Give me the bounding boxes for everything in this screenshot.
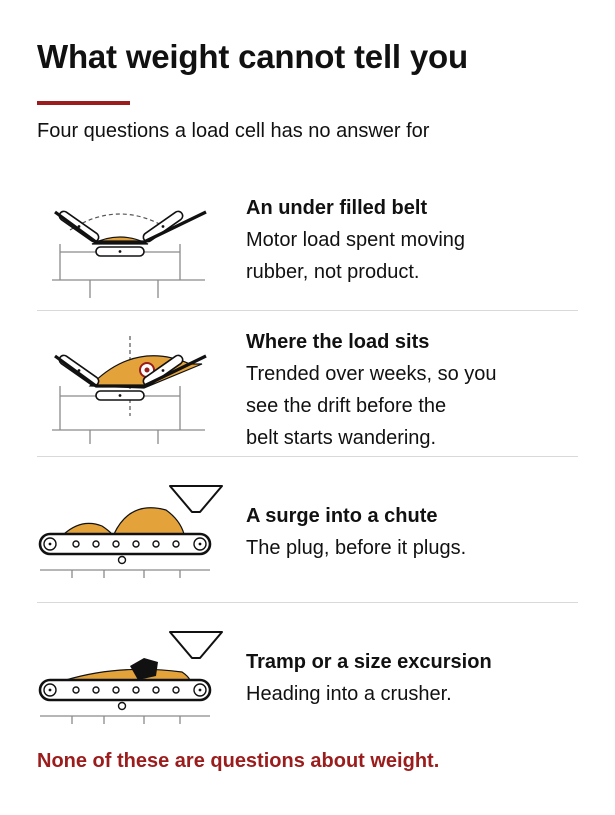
question-heading: Tramp or a size excursion xyxy=(246,651,492,673)
footer-conclusion: None of these are questions about weight… xyxy=(37,750,440,772)
question-body-line: rubber, not product. xyxy=(246,261,420,283)
section-divider xyxy=(37,310,578,311)
belt-surge-into-chute-icon xyxy=(38,485,223,578)
page-title: What weight cannot tell you xyxy=(37,38,468,75)
question-text: A surge into a chute The plug, before it… xyxy=(246,500,466,564)
page-subtitle: Four questions a load cell has no answer… xyxy=(37,120,430,142)
question-body-line: The plug, before it plugs. xyxy=(246,537,467,559)
question-body-line: Motor load spent moving xyxy=(246,229,466,251)
section-divider xyxy=(37,456,578,457)
belt-tramp-object-icon xyxy=(38,631,223,724)
question-heading: Where the load sits xyxy=(246,331,430,353)
troughed-belt-underfilled-icon xyxy=(52,210,207,298)
section-divider xyxy=(37,602,578,603)
question-body-line: see the drift before the xyxy=(246,395,447,417)
question-text: Where the load sits Trended over weeks, … xyxy=(246,326,497,454)
question-body-line: Trended over weeks, so you xyxy=(246,363,497,385)
question-heading: An under filled belt xyxy=(246,197,428,219)
troughed-belt-offcenter-load-icon xyxy=(52,336,207,444)
question-text: An under filled belt Motor load spent mo… xyxy=(246,192,465,288)
question-text: Tramp or a size excursion Heading into a… xyxy=(246,646,492,710)
title-accent-rule xyxy=(37,101,130,105)
question-body-line: Heading into a crusher. xyxy=(246,683,452,705)
question-heading: A surge into a chute xyxy=(246,505,438,527)
question-body-line: belt starts wandering. xyxy=(246,427,437,449)
